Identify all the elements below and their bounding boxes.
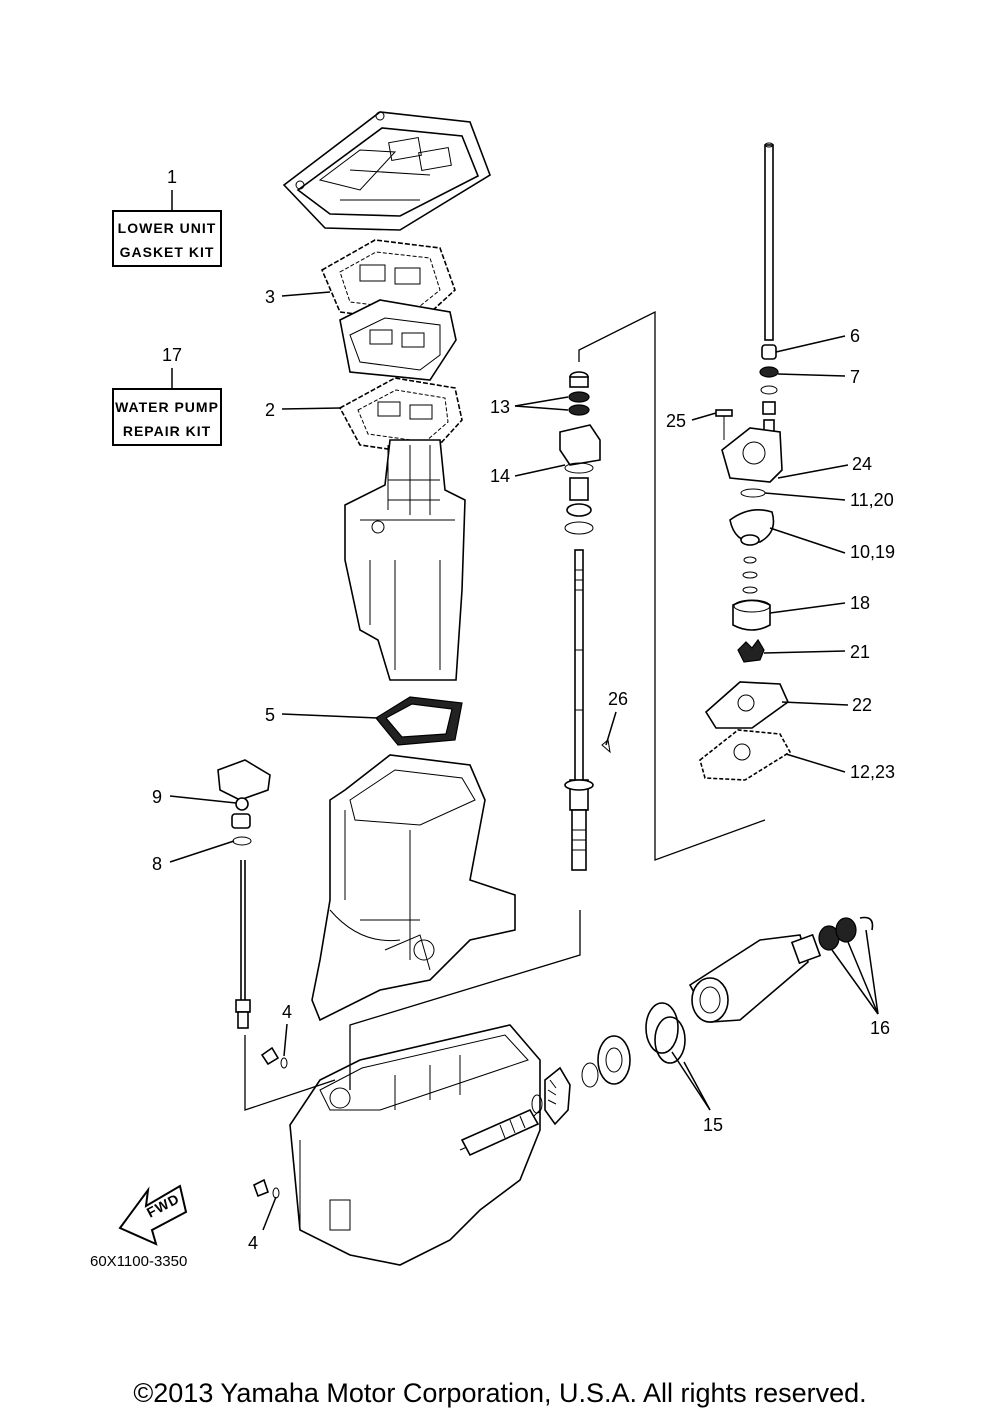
callout-11-20: 11,20 <box>850 490 894 510</box>
callout-1: 1 <box>167 167 177 187</box>
callout-14: 14 <box>490 466 510 486</box>
callout-10-19: 10,19 <box>850 542 895 562</box>
callout-24: 24 <box>852 454 872 474</box>
lower-gear-case <box>289 1024 541 1266</box>
callout-7: 7 <box>850 367 860 387</box>
callout-4-lower: 4 <box>248 1233 258 1253</box>
exhaust-housing <box>344 439 466 681</box>
callout-15: 15 <box>703 1115 723 1135</box>
callout-12-23: 12,23 <box>850 762 895 782</box>
callouts: 3 2 5 9 8 4 4 13 14 26 25 6 7 24 11,20 1… <box>152 287 895 1253</box>
rubber-seal-5 <box>375 696 463 746</box>
drive-shaft-housing <box>311 754 516 1022</box>
upper-mount-plate <box>282 111 491 231</box>
drain-screws <box>253 1046 288 1199</box>
callout-21: 21 <box>850 642 870 662</box>
callout-17: 17 <box>162 345 182 365</box>
callout-8: 8 <box>152 854 162 874</box>
callout-9: 9 <box>152 787 162 807</box>
drive-shaft <box>559 371 611 871</box>
callout-13: 13 <box>490 397 510 417</box>
copyright-notice: ©2013 Yamaha Motor Corporation, U.S.A. A… <box>133 1378 867 1408</box>
shift-rod-assembly <box>217 759 271 1029</box>
water-pump-kit-line1: WATER PUMP <box>115 399 219 415</box>
gasket-3 <box>320 239 456 323</box>
water-pump-repair-kit-callout[interactable]: 17 WATER PUMP REPAIR KIT <box>112 345 222 446</box>
callout-2: 2 <box>265 400 275 420</box>
callout-6: 6 <box>850 326 860 346</box>
water-pump-assembly <box>699 142 792 781</box>
connection-lines <box>244 310 766 1111</box>
lower-unit-gasket-kit-callout[interactable]: 1 LOWER UNIT GASKET KIT <box>112 167 222 267</box>
callout-18: 18 <box>850 593 870 613</box>
lower-unit-kit-line1: LOWER UNIT <box>118 220 217 236</box>
water-pump-kit-line2: REPAIR KIT <box>123 423 211 439</box>
callout-25: 25 <box>666 411 686 431</box>
gears-and-bearings <box>531 1035 631 1126</box>
propeller-shaft <box>460 1108 540 1157</box>
lower-unit-kit-line2: GASKET KIT <box>120 244 215 260</box>
callout-16: 16 <box>870 1018 890 1038</box>
callout-26: 26 <box>608 689 628 709</box>
callout-4-upper: 4 <box>282 1002 292 1022</box>
fwd-arrow-icon: FWD <box>118 1184 188 1246</box>
callout-5: 5 <box>265 705 275 725</box>
part-code: 60X1100-3350 <box>90 1253 187 1270</box>
prop-shaft-housing <box>645 916 874 1064</box>
upper-plate-spacer <box>339 299 457 381</box>
callout-22: 22 <box>852 695 872 715</box>
gasket-2 <box>338 377 463 456</box>
callout-3: 3 <box>265 287 275 307</box>
